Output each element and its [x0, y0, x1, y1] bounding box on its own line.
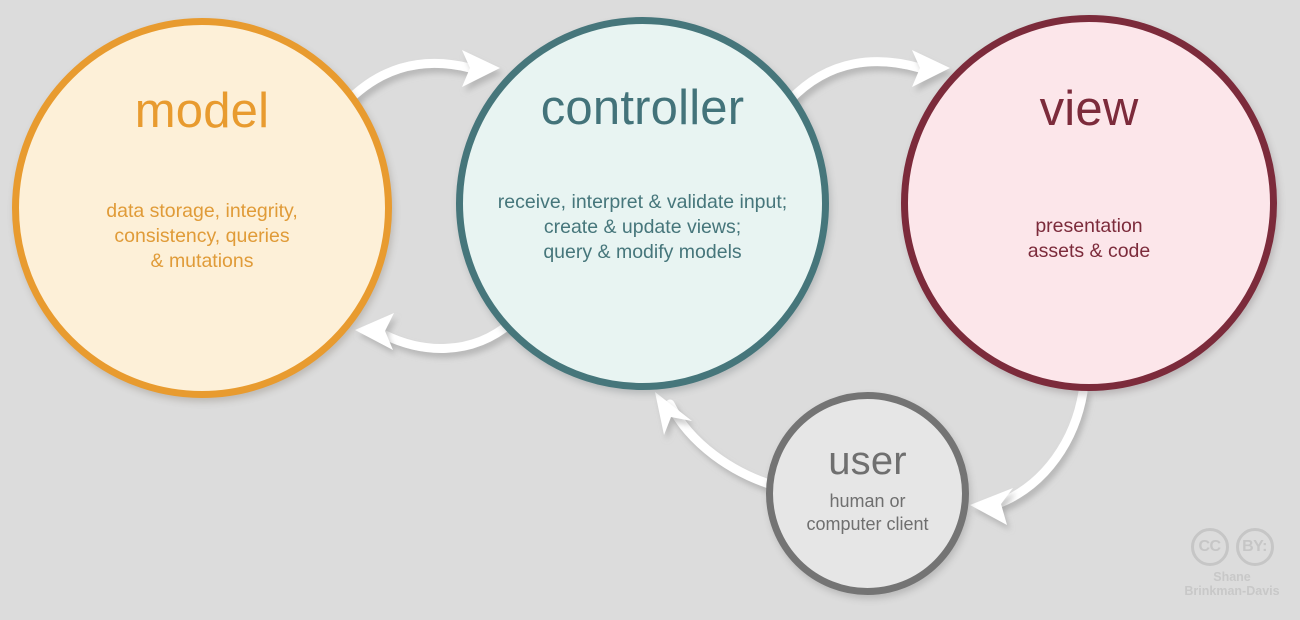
arrow-view-to-user-head: [970, 488, 1013, 525]
arrow-controller-to-view-path: [785, 57, 925, 105]
arrow-controller-to-view-head: [912, 50, 950, 87]
creative-commons-icon: CC: [1190, 528, 1229, 566]
cc-badges: CC BY:: [1190, 528, 1274, 566]
node-view-title: view: [1039, 82, 1139, 136]
arrow-model-to-controller-path: [340, 58, 475, 109]
node-controller-description: receive, interpret & validate input;crea…: [497, 191, 788, 263]
node-model-description: data storage, integrity,consistency, que…: [106, 200, 298, 272]
attribution-by-icon: BY:: [1235, 528, 1274, 566]
arrow-controller-to-model-head: [355, 313, 394, 350]
node-model[interactable]: model data storage, integrity,consistenc…: [12, 18, 392, 398]
node-model-title: model: [134, 84, 270, 138]
node-controller-title: controller: [540, 81, 745, 135]
node-controller[interactable]: controller receive, interpret & validate…: [456, 17, 829, 390]
arrow-controller-to-model-path: [380, 317, 517, 353]
arrow-model-to-controller-head: [462, 50, 500, 87]
arrow-view-to-user-path: [995, 387, 1088, 508]
node-user-title: user: [828, 439, 907, 483]
arrow-user-to-controller-head: [655, 392, 692, 435]
